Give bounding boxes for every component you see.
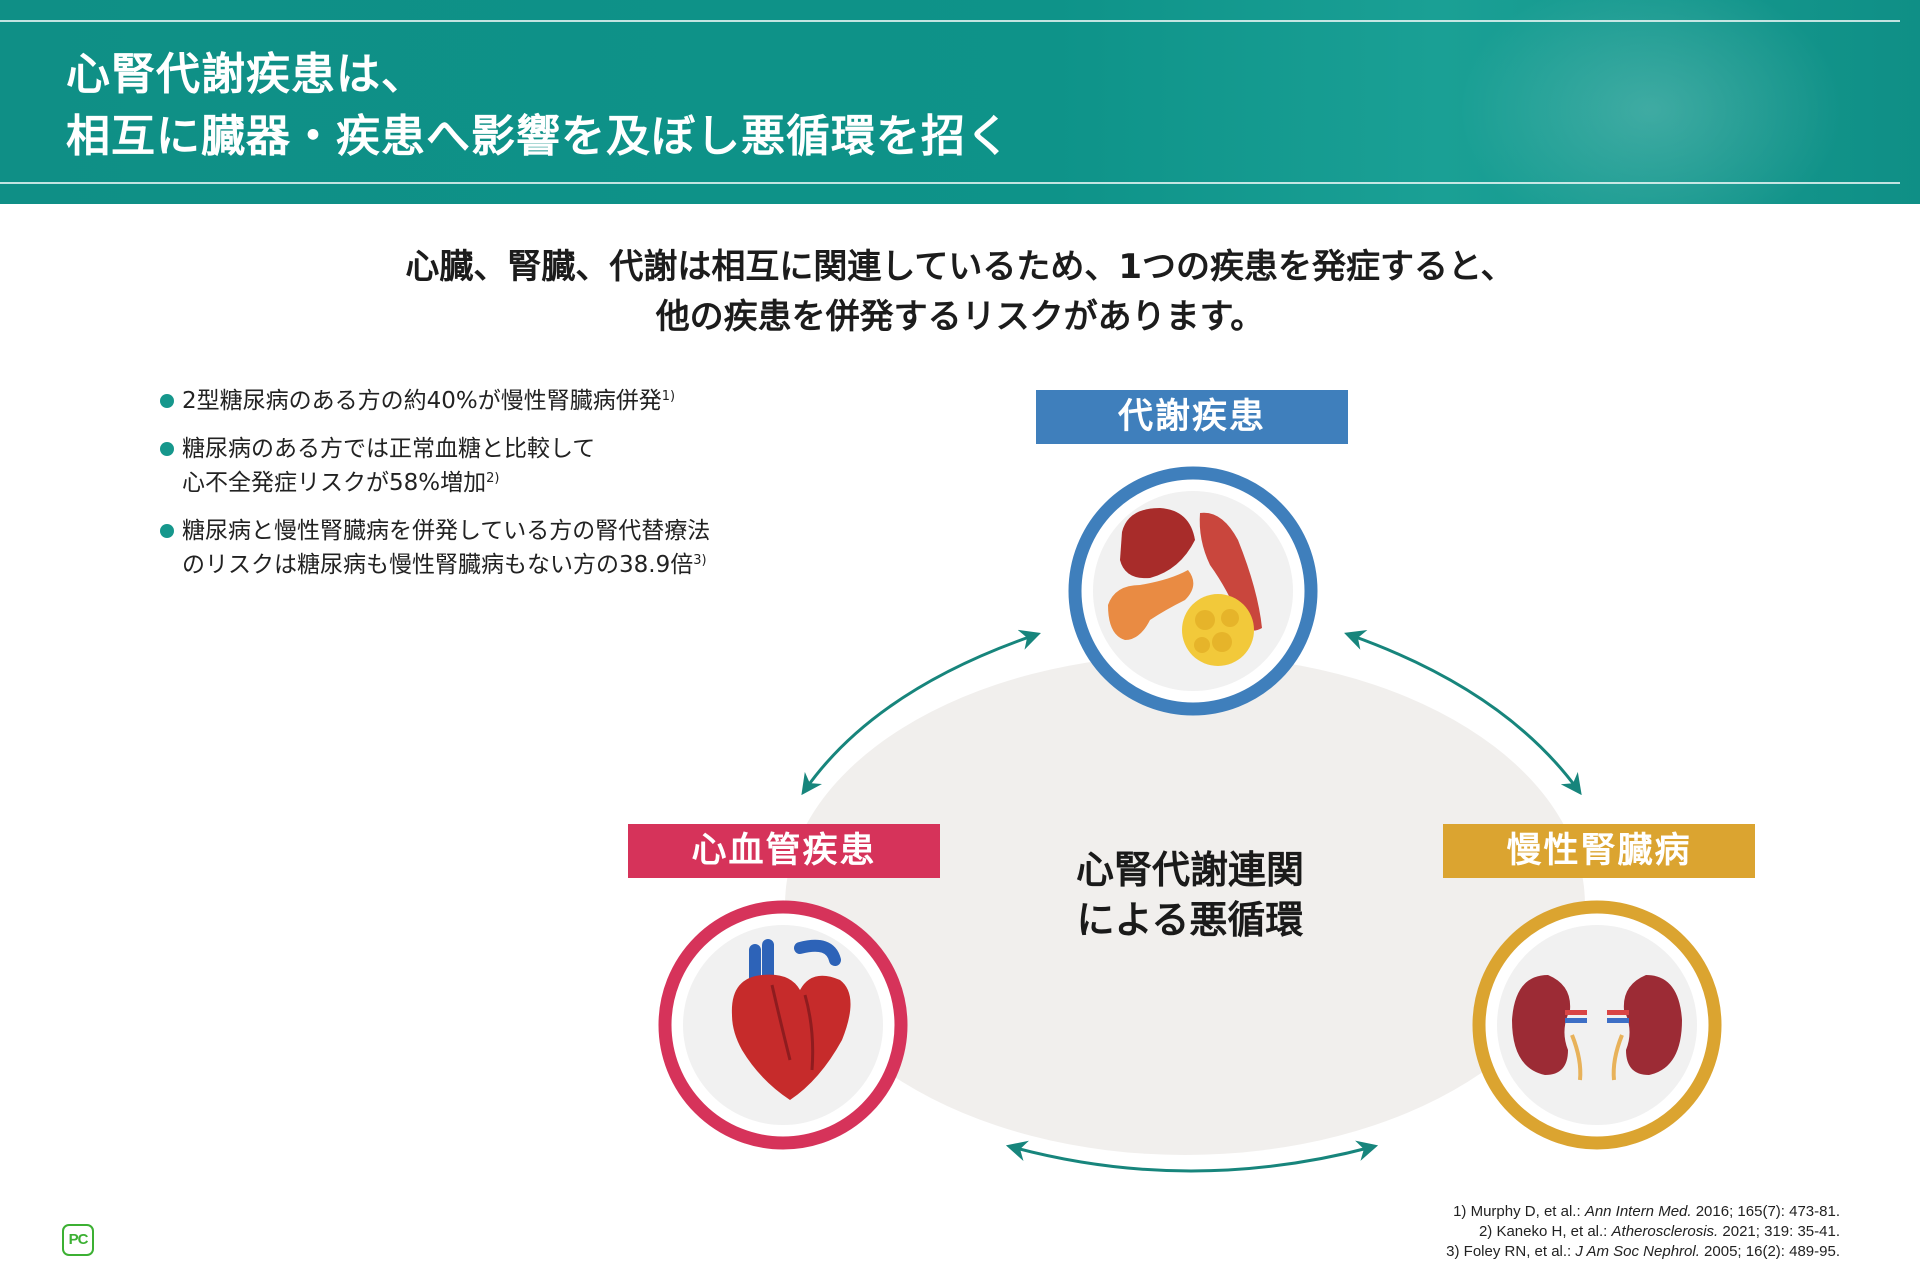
arrow-metabolic-kidney: [1344, 630, 1582, 796]
kidney-node: [1472, 900, 1722, 1150]
header-decoration: [1440, 0, 1860, 204]
kidneys-icon: [1512, 975, 1682, 1081]
reference-3-author: 3) Foley RN, et al.:: [1446, 1243, 1576, 1260]
reference-3: 3) Foley RN, et al.: J Am Soc Nephrol. 2…: [1140, 1242, 1840, 1262]
subtitle-line-2: 他の疾患を併発するリスクがあります。: [655, 297, 1265, 337]
cardio-node: [658, 900, 908, 1150]
fact-3-line-1: 糖尿病と慢性腎臓病を併発している方の腎代替療法: [182, 518, 711, 544]
center-caption: 心腎代謝連関 による悪循環: [1000, 845, 1380, 945]
brand-logo: PC: [62, 1224, 94, 1256]
reference-2: 2) Kaneko H, et al.: Atherosclerosis. 20…: [1140, 1222, 1840, 1242]
reference-2-author: 2) Kaneko H, et al.:: [1478, 1223, 1612, 1240]
metabolic-label: 代謝疾患: [1036, 390, 1348, 444]
page-title-line-1: 心腎代謝疾患は、: [66, 49, 426, 100]
references: 1) Murphy D, et al.: Ann Intern Med. 201…: [1140, 1202, 1840, 1262]
page-title-line-2: 相互に臓器・疾患へ影響を及ぼし悪循環を招く: [66, 111, 1011, 162]
center-caption-line-1: 心腎代謝連関: [1075, 848, 1304, 892]
bullet-dot-icon: [160, 394, 174, 408]
liver-pancreas-fat-muscle-icon: [1108, 508, 1262, 666]
bullet-dot-icon: [160, 442, 174, 456]
reference-3-journal: J Am Soc Nephrol.: [1575, 1243, 1700, 1260]
center-caption-line-2: による悪循環: [1076, 898, 1304, 942]
reference-1-detail: 2016; 165(7): 473-81.: [1691, 1203, 1840, 1220]
page-title: 心腎代謝疾患は、 相互に臓器・疾患へ影響を及ぼし悪循環を招く: [66, 44, 1011, 168]
header-rule-top: [0, 20, 1900, 22]
fact-item-1: 2型糖尿病のある方の約40%が慢性腎臓病併発1): [160, 384, 860, 418]
fact-2-text: 心不全発症リスクが58%増加: [182, 470, 487, 496]
header-banner: 心腎代謝疾患は、 相互に臓器・疾患へ影響を及ぼし悪循環を招く: [0, 0, 1920, 204]
fact-3-line-2: のリスクは糖尿病も慢性腎臓病もない方の38.9倍3): [182, 548, 860, 582]
subtitle-line-1: 心臓、腎臓、代謝は相互に関連しているため、1つの疾患を発症すると、: [405, 247, 1515, 287]
reference-3-detail: 2005; 16(2): 489-95.: [1699, 1243, 1840, 1260]
fact-item-3: 糖尿病と慢性腎臓病を併発している方の腎代替療法 のリスクは糖尿病も慢性腎臓病もな…: [160, 514, 860, 582]
fact-item-2: 糖尿病のある方では正常血糖と比較して 心不全発症リスクが58%増加2): [160, 432, 860, 500]
arrow-metabolic-cardio: [801, 629, 1041, 796]
reference-1-author: 1) Murphy D, et al.:: [1453, 1203, 1585, 1220]
bullet-dot-icon: [160, 524, 174, 538]
fact-3-text: のリスクは糖尿病も慢性腎臓病もない方の38.9倍: [182, 552, 694, 578]
reference-1: 1) Murphy D, et al.: Ann Intern Med. 201…: [1140, 1202, 1840, 1222]
fact-2-line-2: 心不全発症リスクが58%増加2): [182, 466, 860, 500]
arrow-cardio-kidney: [1005, 1140, 1379, 1173]
reference-1-journal: Ann Intern Med.: [1584, 1203, 1692, 1220]
fact-3-ref: 3): [693, 553, 707, 568]
metabolic-node: [1068, 466, 1318, 716]
kidney-label: 慢性腎臓病: [1443, 824, 1755, 878]
fact-1-line-1: 2型糖尿病のある方の約40%が慢性腎臓病併発1): [182, 384, 860, 418]
reference-2-detail: 2021; 319: 35-41.: [1718, 1223, 1840, 1240]
fact-list: 2型糖尿病のある方の約40%が慢性腎臓病併発1) 糖尿病のある方では正常血糖と比…: [160, 384, 860, 596]
subtitle: 心臓、腎臓、代謝は相互に関連しているため、1つの疾患を発症すると、 他の疾患を併…: [0, 242, 1920, 342]
cardio-label: 心血管疾患: [628, 824, 940, 878]
fact-1-text: 2型糖尿病のある方の約40%が慢性腎臓病併発: [182, 388, 662, 414]
fact-2-line-1: 糖尿病のある方では正常血糖と比較して: [182, 436, 596, 462]
reference-2-journal: Atherosclerosis.: [1611, 1223, 1719, 1240]
header-rule-bottom: [0, 182, 1900, 184]
fact-1-ref: 1): [661, 389, 676, 404]
heart-icon: [731, 939, 851, 1100]
fact-2-ref: 2): [486, 471, 500, 486]
